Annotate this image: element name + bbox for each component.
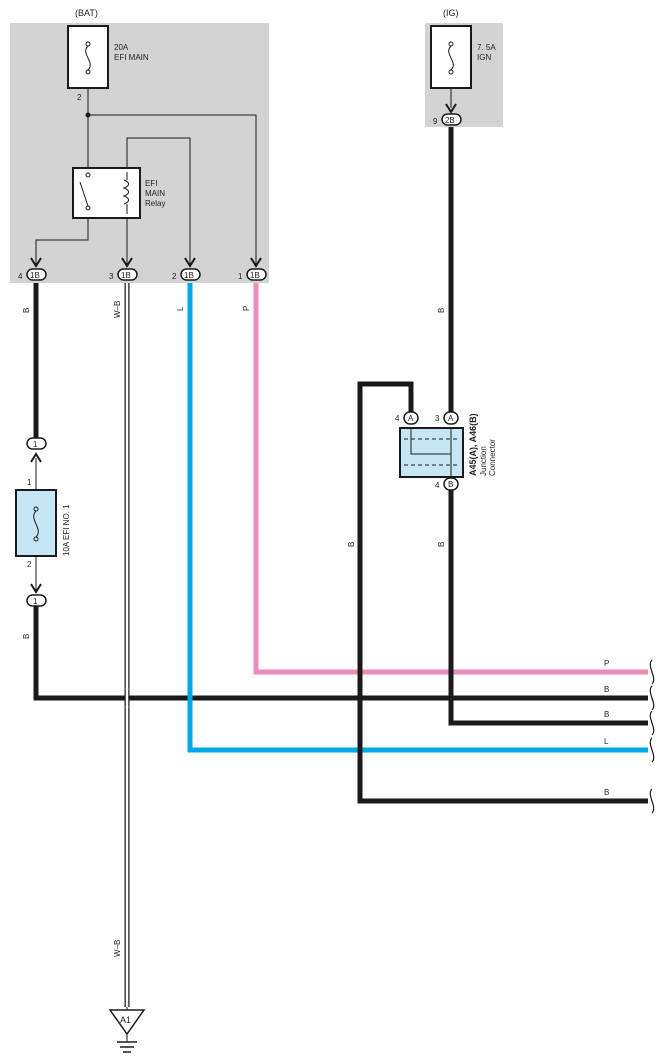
wire-b-junction-out	[448, 490, 648, 726]
wire-label-b-ig: B	[437, 308, 446, 313]
conn-1b-code-2: 1B	[184, 271, 194, 280]
wire-label-b-2: B	[22, 634, 31, 639]
wire-label-l: L	[176, 306, 185, 311]
inline-code-bottom: 1	[33, 597, 38, 606]
relay-label-3: Relay	[145, 199, 165, 208]
wire-label-b-loop: B	[347, 542, 356, 547]
efi-main-rating: 20A	[114, 43, 129, 52]
efi-no1-fuse	[15, 489, 57, 557]
junction-connector	[399, 427, 464, 478]
wire-label-b-junction: B	[437, 542, 446, 547]
efi-main-pin: 2	[77, 93, 82, 102]
conn-2b-code: 2B	[445, 116, 455, 125]
wire-label-p: P	[242, 306, 251, 311]
wire-b-loop	[357, 381, 648, 804]
inline-connector-top	[26, 437, 47, 463]
junction-pin-4a	[403, 411, 419, 425]
efi-main-fuse	[67, 25, 109, 89]
conn-1b-code-1: 1B	[250, 271, 260, 280]
ign-rating: 7. 5A	[477, 43, 496, 52]
right-label-b-3: B	[604, 788, 609, 797]
pin-4-label: 4	[18, 272, 23, 281]
inline-code-top: 1	[33, 440, 38, 449]
right-label-b-1: B	[604, 685, 609, 694]
junction-pin-4a-num: 4	[395, 414, 400, 423]
bat-label: (BAT)	[75, 8, 98, 18]
bat-block	[10, 23, 269, 283]
junction-pin-4b-code: B	[448, 480, 453, 489]
right-label-p: P	[604, 659, 609, 668]
connector-1b-pin2	[180, 257, 201, 281]
right-label-b-2: B	[604, 710, 609, 719]
pin-9-label: 9	[433, 117, 438, 126]
ground-code: A1	[120, 1015, 131, 1025]
splice-dot	[85, 112, 91, 118]
wire-l	[187, 283, 648, 753]
junction-pin-3a-code: A	[448, 414, 454, 423]
junction-pin-4a-code: A	[408, 414, 414, 423]
harness-wires	[33, 127, 648, 1007]
junction-pin-3a	[443, 411, 459, 425]
connector-1b-pin4	[26, 257, 47, 281]
ground-symbol	[108, 1007, 146, 1053]
pin-2-label: 2	[172, 272, 177, 281]
efi-main-relay	[72, 167, 141, 219]
continuation-marks	[649, 659, 655, 814]
relay-label-1: EFI	[145, 179, 157, 188]
wire-label-b-1: B	[22, 308, 31, 313]
junction-pin-3a-num: 3	[435, 414, 440, 423]
inline-connector-bottom	[26, 583, 47, 607]
pin-3-label: 3	[109, 272, 114, 281]
efi-no1-pin-bottom: 2	[27, 560, 32, 569]
ign-fuse	[430, 25, 472, 108]
wire-b-left-lower	[33, 606, 648, 701]
junction-pin-4b	[443, 477, 459, 491]
wire-label-wb-top: W–B	[113, 301, 122, 318]
relay-label-2: MAIN	[145, 189, 165, 198]
ig-label: (IG)	[443, 8, 459, 18]
junction-pin-4b-num: 4	[435, 481, 440, 490]
right-label-l: L	[604, 737, 609, 746]
conn-1b-code-4: 1B	[30, 271, 40, 280]
wire-label-wb-bottom: W–B	[113, 940, 122, 957]
conn-1b-code-3: 1B	[121, 271, 131, 280]
junction-sub1: Junction	[479, 446, 488, 476]
pin-1-label: 1	[238, 272, 243, 281]
wire-p	[253, 283, 648, 675]
connector-1b-pin1	[246, 257, 267, 281]
efi-no1-pin-top: 1	[27, 478, 32, 487]
junction-title: A45(A), A46(B)	[468, 413, 478, 476]
internal-wiring	[35, 88, 257, 265]
efi-main-name: EFI MAIN	[114, 53, 149, 62]
connector-1b-pin3	[117, 257, 138, 281]
junction-sub2: Connector	[488, 439, 497, 476]
efi-no1-label: 10A EFI NO. 1	[62, 504, 71, 556]
connector-2b	[441, 103, 462, 126]
ign-name: IGN	[477, 53, 491, 62]
